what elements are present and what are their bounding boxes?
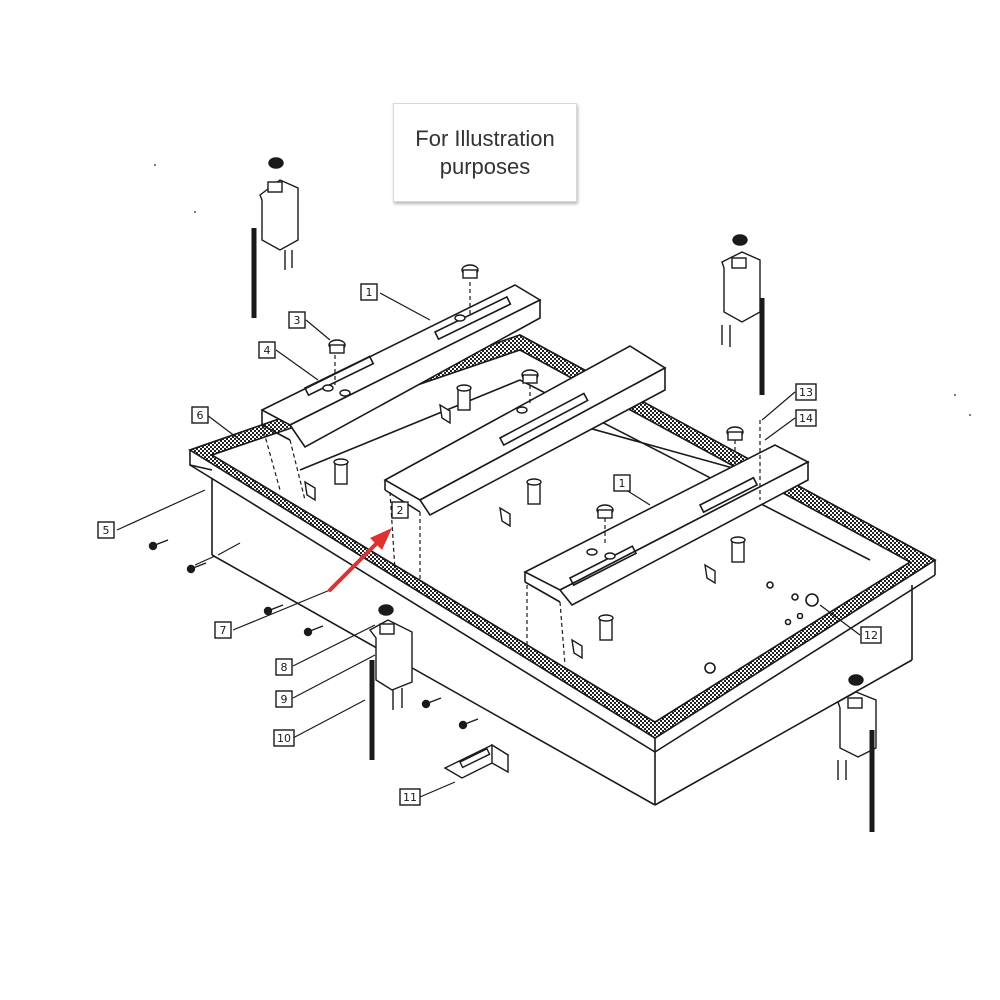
- callout-label: 8: [281, 661, 288, 674]
- callout-box: [214, 621, 232, 639]
- note-line-2: purposes: [439, 153, 531, 179]
- callout-label: 7: [220, 624, 227, 637]
- callout-label: 1: [619, 477, 626, 490]
- callout-label: 1: [366, 286, 373, 299]
- screw-icons: [148, 539, 479, 730]
- callout-c4: 4: [258, 341, 276, 359]
- callout-c13: 13: [795, 383, 817, 401]
- callout-box: [399, 788, 421, 806]
- rail-bracket-center: [383, 345, 667, 517]
- callout-label: 5: [103, 524, 110, 537]
- dashed-guides: [261, 282, 761, 666]
- callout-c6: 6: [191, 406, 209, 424]
- callout-c7: 7: [214, 621, 232, 639]
- leg-assembly-top-right: [721, 234, 765, 395]
- callout-box: [97, 521, 115, 539]
- callout-box: [795, 409, 817, 427]
- note-line-1: For Illustration: [415, 125, 555, 151]
- callout-label: 3: [294, 314, 301, 327]
- callout-label: 11: [403, 791, 417, 804]
- knob-icons: [322, 264, 744, 560]
- callout-box: [360, 283, 378, 301]
- callout-c8: 8: [275, 658, 293, 676]
- callout-box: [275, 658, 293, 676]
- callout-label: 6: [197, 409, 204, 422]
- callout-c3: 3: [288, 311, 306, 329]
- callout-c2: 2: [391, 501, 409, 519]
- callout-label: 2: [397, 504, 404, 517]
- callout-box: [391, 501, 409, 519]
- callout-label: 13: [799, 386, 813, 399]
- leg-assembly-front: [368, 604, 413, 760]
- leg-assembly-top-left: [251, 157, 299, 318]
- callout-box: [860, 626, 882, 644]
- tray-base: [188, 334, 937, 806]
- dust-specks: [154, 164, 971, 416]
- callout-label: 10: [277, 732, 291, 745]
- small-bracket: [443, 743, 510, 779]
- callout-c1b: 1: [613, 474, 631, 492]
- callout-box: [273, 729, 295, 747]
- callout-c1a: 1: [360, 283, 378, 301]
- illustration-note: For Illustration purposes: [393, 103, 577, 202]
- callout-c12: 12: [860, 626, 882, 644]
- callout-box: [258, 341, 276, 359]
- callout-c9: 9: [275, 690, 293, 708]
- fitting-icons: [304, 384, 746, 660]
- callout-box: [288, 311, 306, 329]
- callout-box: [275, 690, 293, 708]
- callout-label: 4: [264, 344, 271, 357]
- callout-label: 12: [864, 629, 878, 642]
- callout-box: [795, 383, 817, 401]
- callout-c5: 5: [97, 521, 115, 539]
- callout-label: 9: [281, 693, 288, 706]
- callout-c11: 11: [399, 788, 421, 806]
- callout-c14: 14: [795, 409, 817, 427]
- leg-assembly-bottom-right: [837, 674, 877, 832]
- red-arrow-icon: [328, 528, 392, 592]
- callout-label: 14: [799, 412, 813, 425]
- leader-lines: [116, 292, 861, 798]
- callout-box: [191, 406, 209, 424]
- callout-c10: 10: [273, 729, 295, 747]
- callout-box: [613, 474, 631, 492]
